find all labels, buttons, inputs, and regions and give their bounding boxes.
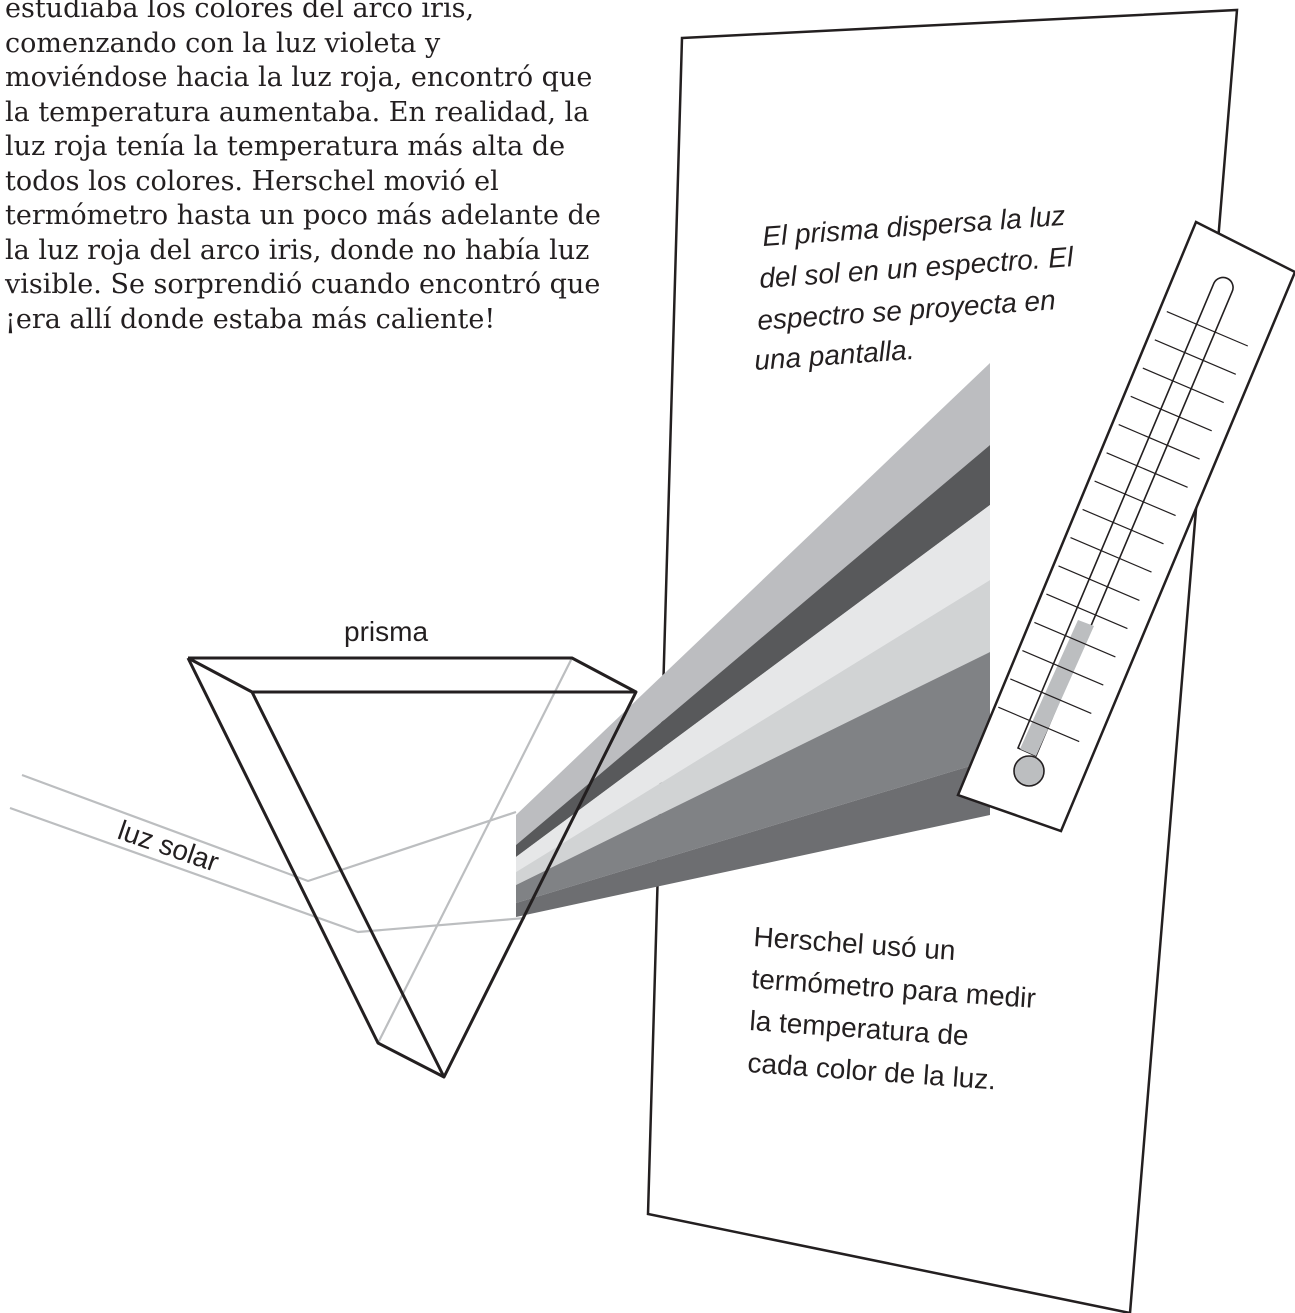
spectrum-beam — [516, 363, 990, 917]
paragraph-line: visible. Se sorprendió cuando encontró q… — [5, 269, 601, 300]
prism-back-edge — [377, 657, 573, 1044]
thermometer-tick — [1058, 565, 1140, 601]
paragraph-line: la luz roja del arco iris, donde no habí… — [5, 234, 590, 266]
paragraph-line: la temperatura aumentaba. En realidad, l… — [5, 96, 590, 128]
thermometer-tick — [1106, 452, 1188, 488]
sunlight-label: luz solar — [114, 814, 223, 877]
thermometer-tick — [1082, 508, 1164, 545]
spectrum-band — [516, 760, 990, 917]
sunlight-ray — [9, 806, 526, 934]
thermometer-tick — [998, 706, 1080, 743]
intro-paragraph: estudiaba los colores del arco iris, com… — [5, 0, 625, 337]
paragraph-line: termómetro hasta un poco más adelante de — [5, 200, 601, 231]
thermometer-tick — [1010, 678, 1092, 714]
thermometer-tick — [1142, 367, 1224, 404]
spectrum-band — [516, 363, 990, 845]
sunlight-rays — [9, 773, 526, 934]
thermometer-tick — [1022, 650, 1104, 686]
prism — [186, 656, 638, 1079]
spectrum-band — [516, 445, 990, 857]
thermometer-ticks — [998, 311, 1249, 743]
paragraph-line: moviéndose hacia la luz roja, encontró q… — [5, 62, 593, 93]
paragraph-line: luz roja tenía la temperatura más alta d… — [5, 131, 566, 162]
paragraph-line: todos los colores. Herschel movió el — [5, 165, 499, 197]
thermometer-tick — [1034, 621, 1116, 658]
thermometer-bulb — [1013, 755, 1045, 787]
prism-front-face — [250, 690, 638, 1079]
spectrum-band — [516, 652, 990, 903]
thermometer-tick — [1166, 311, 1249, 347]
spectrum-band — [516, 505, 990, 872]
thermometer-tick — [1130, 395, 1212, 432]
thermometer-tick — [1118, 424, 1200, 460]
paragraph-line: ¡era allí donde estaba más caliente! — [5, 303, 496, 335]
sunlight-ray — [21, 773, 517, 883]
thermometer — [956, 220, 1295, 833]
prism-hidden-edges — [377, 657, 573, 1044]
spectrum-band — [516, 580, 990, 885]
paragraph-line: estudiaba los colores del arco iris, — [5, 0, 475, 24]
prism-top-face — [188, 656, 637, 694]
prism-label: prisma — [344, 616, 428, 647]
prism-left-face — [186, 657, 445, 1079]
thermometer-liquid — [1020, 620, 1094, 756]
thermometer-tick — [1070, 537, 1152, 573]
thermometer-tick — [1154, 339, 1237, 375]
prism-edge — [187, 656, 253, 694]
paragraph-line: comenzando con la luz violeta y — [5, 27, 441, 59]
thermometer-tick — [1094, 480, 1176, 517]
thermometer-tick — [1046, 593, 1128, 630]
